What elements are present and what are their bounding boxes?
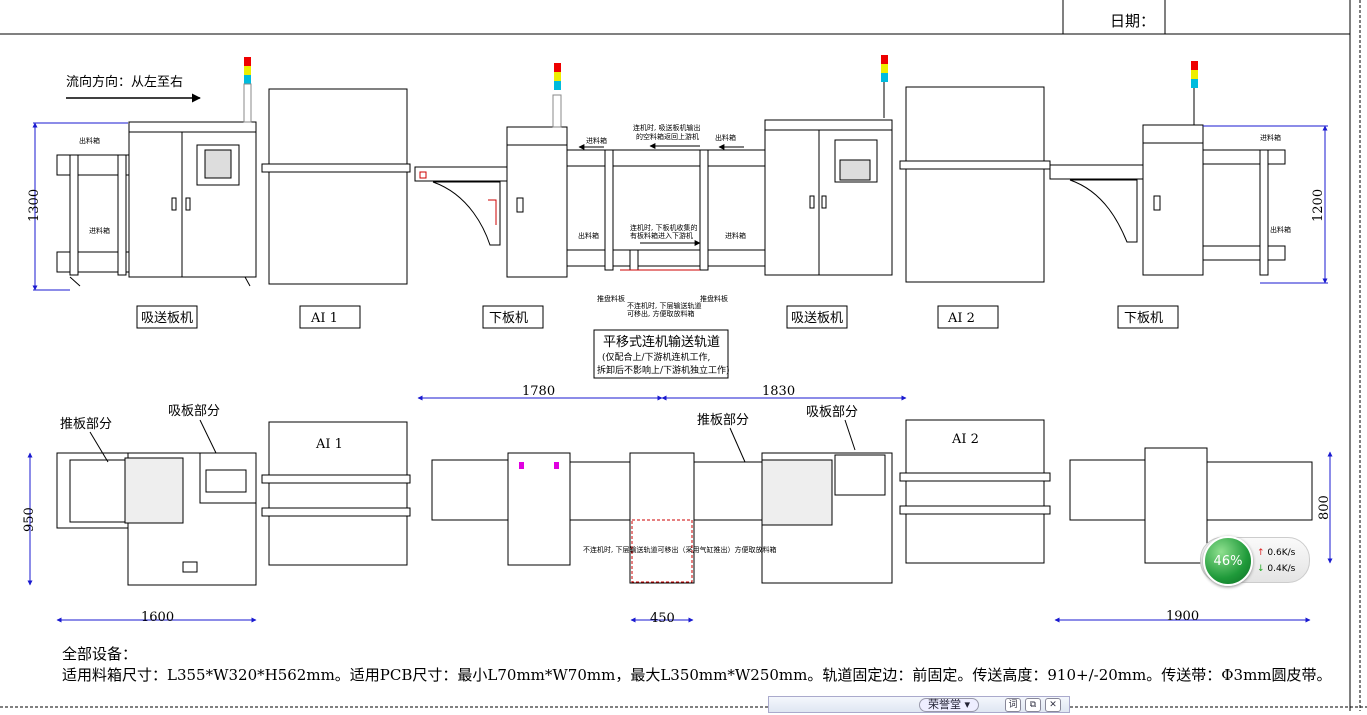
ai2-plan-rail-2 — [899, 505, 1051, 515]
machine-6-label: 下板机 — [1124, 311, 1163, 326]
spec-text: 适用料箱尺寸：L355*W320*H562mm。适用PCB尺寸：最小L70mm*… — [62, 666, 1332, 684]
ai1-plan-rail-1 — [261, 474, 411, 484]
network-speed-widget[interactable]: 46% ↑ 0.6K/s ↓ 0.4K/s — [1200, 536, 1310, 586]
machine-5-label: AI 2 — [947, 311, 975, 326]
track-elevation — [566, 149, 766, 271]
conn-note-2: 的空料箱返回上游机 — [636, 132, 699, 141]
dim-1200-label: 1200 — [1311, 189, 1326, 222]
machine-labels — [136, 305, 1179, 329]
machine-3-label: 下板机 — [489, 311, 528, 326]
track-note-2: 拆卸后不影响上/下游机独立工作) — [597, 364, 730, 376]
ai2-plan — [905, 419, 1045, 564]
in-box-3: 进料箱 — [725, 231, 746, 240]
app-dropdown[interactable]: 荣誉堂 ▾ — [919, 698, 980, 712]
machine-6-plan — [1069, 447, 1313, 564]
out-box-6: 出料箱 — [1270, 225, 1291, 234]
disc-plan-note: 不连机时, 下层输送轨道可移出（采用气缸推出）方便取放料箱 — [583, 545, 776, 554]
conn-note-1: 连机时, 吸送板机输出 — [633, 123, 700, 132]
flow-arrows-elevation — [578, 143, 744, 246]
dim-1300-label: 1300 — [27, 189, 42, 222]
pallet-right: 推盘料板 — [700, 294, 728, 303]
copy-icon[interactable]: ⧉ — [1025, 698, 1041, 712]
close-icon[interactable]: ✕ — [1045, 698, 1061, 712]
conn-note-4: 有板料箱进入下游机 — [630, 231, 693, 240]
dim-450-label: 450 — [650, 611, 675, 626]
stack-light-4 — [881, 55, 888, 118]
stack-light-1 — [243, 57, 252, 123]
ai2-rail — [899, 160, 1051, 170]
download-speed: 0.4K/s — [1267, 564, 1296, 574]
flow-direction: 流向方向：从左至右 — [66, 74, 183, 90]
suck-part-2: 吸板部分 — [806, 405, 858, 420]
machine-1-elevation — [56, 121, 257, 287]
stack-light-3 — [554, 63, 561, 90]
dim-1200 — [1203, 125, 1328, 284]
usage-percent: 46% — [1203, 536, 1253, 586]
machine-4-elevation — [764, 119, 893, 276]
ai2-elevation — [905, 86, 1045, 283]
machine-4-label: 吸送板机 — [791, 311, 843, 326]
disc-note-2: 可移出, 方便取放料箱 — [627, 309, 694, 318]
track-note-1: (仅配合上/下游机连机工作, — [602, 351, 710, 363]
floating-toolbar: 荣誉堂 ▾ 词 ⧉ ✕ — [768, 696, 1070, 713]
dim-1600-label: 1600 — [141, 610, 174, 625]
in-box-2: 进料箱 — [586, 136, 607, 145]
all-equipment-label: 全部设备： — [62, 645, 138, 663]
ai1-rail — [261, 163, 411, 173]
dim-1900-label: 1900 — [1166, 609, 1199, 624]
down-arrow-icon: ↓ — [1257, 564, 1265, 574]
dictionary-icon[interactable]: 词 — [1005, 698, 1021, 712]
suck-leader-1 — [199, 419, 217, 454]
dim-950-label: 950 — [22, 507, 37, 532]
upload-speed: 0.6K/s — [1267, 548, 1296, 558]
in-box-6: 进料箱 — [1260, 133, 1281, 142]
machine-2-label: AI 1 — [310, 311, 338, 326]
push-part-2: 推板部分 — [697, 413, 749, 428]
push-leader-1 — [89, 431, 109, 463]
dim-1780-label: 1780 — [522, 384, 555, 399]
in-box-1: 进料箱 — [89, 226, 110, 235]
dim-800-label: 800 — [1317, 495, 1332, 520]
machine-3-elevation — [414, 94, 568, 278]
disc-note-1: 不连机时, 下层输送轨道 — [627, 301, 701, 310]
pallet-left: 推盘料板 — [597, 294, 625, 303]
dim-1830-label: 1830 — [762, 384, 795, 399]
track-plan — [431, 452, 893, 584]
out-box-3: 出料箱 — [578, 231, 599, 240]
push-leader-2 — [729, 427, 746, 463]
machine-6-elevation — [1049, 124, 1286, 276]
ai2-plan-rail-1 — [899, 472, 1051, 482]
machine-1-plan — [56, 452, 257, 586]
track-title: 平移式连机输送轨道 — [603, 334, 720, 350]
ai1-plan-label: AI 1 — [315, 437, 343, 452]
ai2-plan-label: AI 2 — [951, 432, 979, 447]
out-box-1: 出料箱 — [79, 136, 100, 145]
plan-dims — [27, 395, 1333, 623]
date-label: 日期： — [1110, 12, 1155, 30]
push-part-1: 推板部分 — [60, 417, 112, 432]
conn-note-3: 连机时, 下板机收集的 — [630, 223, 697, 232]
ai1-plan — [268, 421, 408, 566]
dim-1300 — [32, 122, 128, 291]
out-box-2: 出料箱 — [715, 133, 736, 142]
ai1-plan-rail-2 — [261, 507, 411, 517]
ai1-elevation — [268, 88, 408, 285]
suck-part-1: 吸板部分 — [168, 404, 220, 419]
up-arrow-icon: ↑ — [1257, 548, 1265, 558]
suck-leader-2 — [844, 419, 856, 451]
stack-light-6 — [1191, 61, 1198, 125]
track-title-box — [593, 329, 729, 379]
machine-1-label: 吸送板机 — [141, 311, 193, 326]
